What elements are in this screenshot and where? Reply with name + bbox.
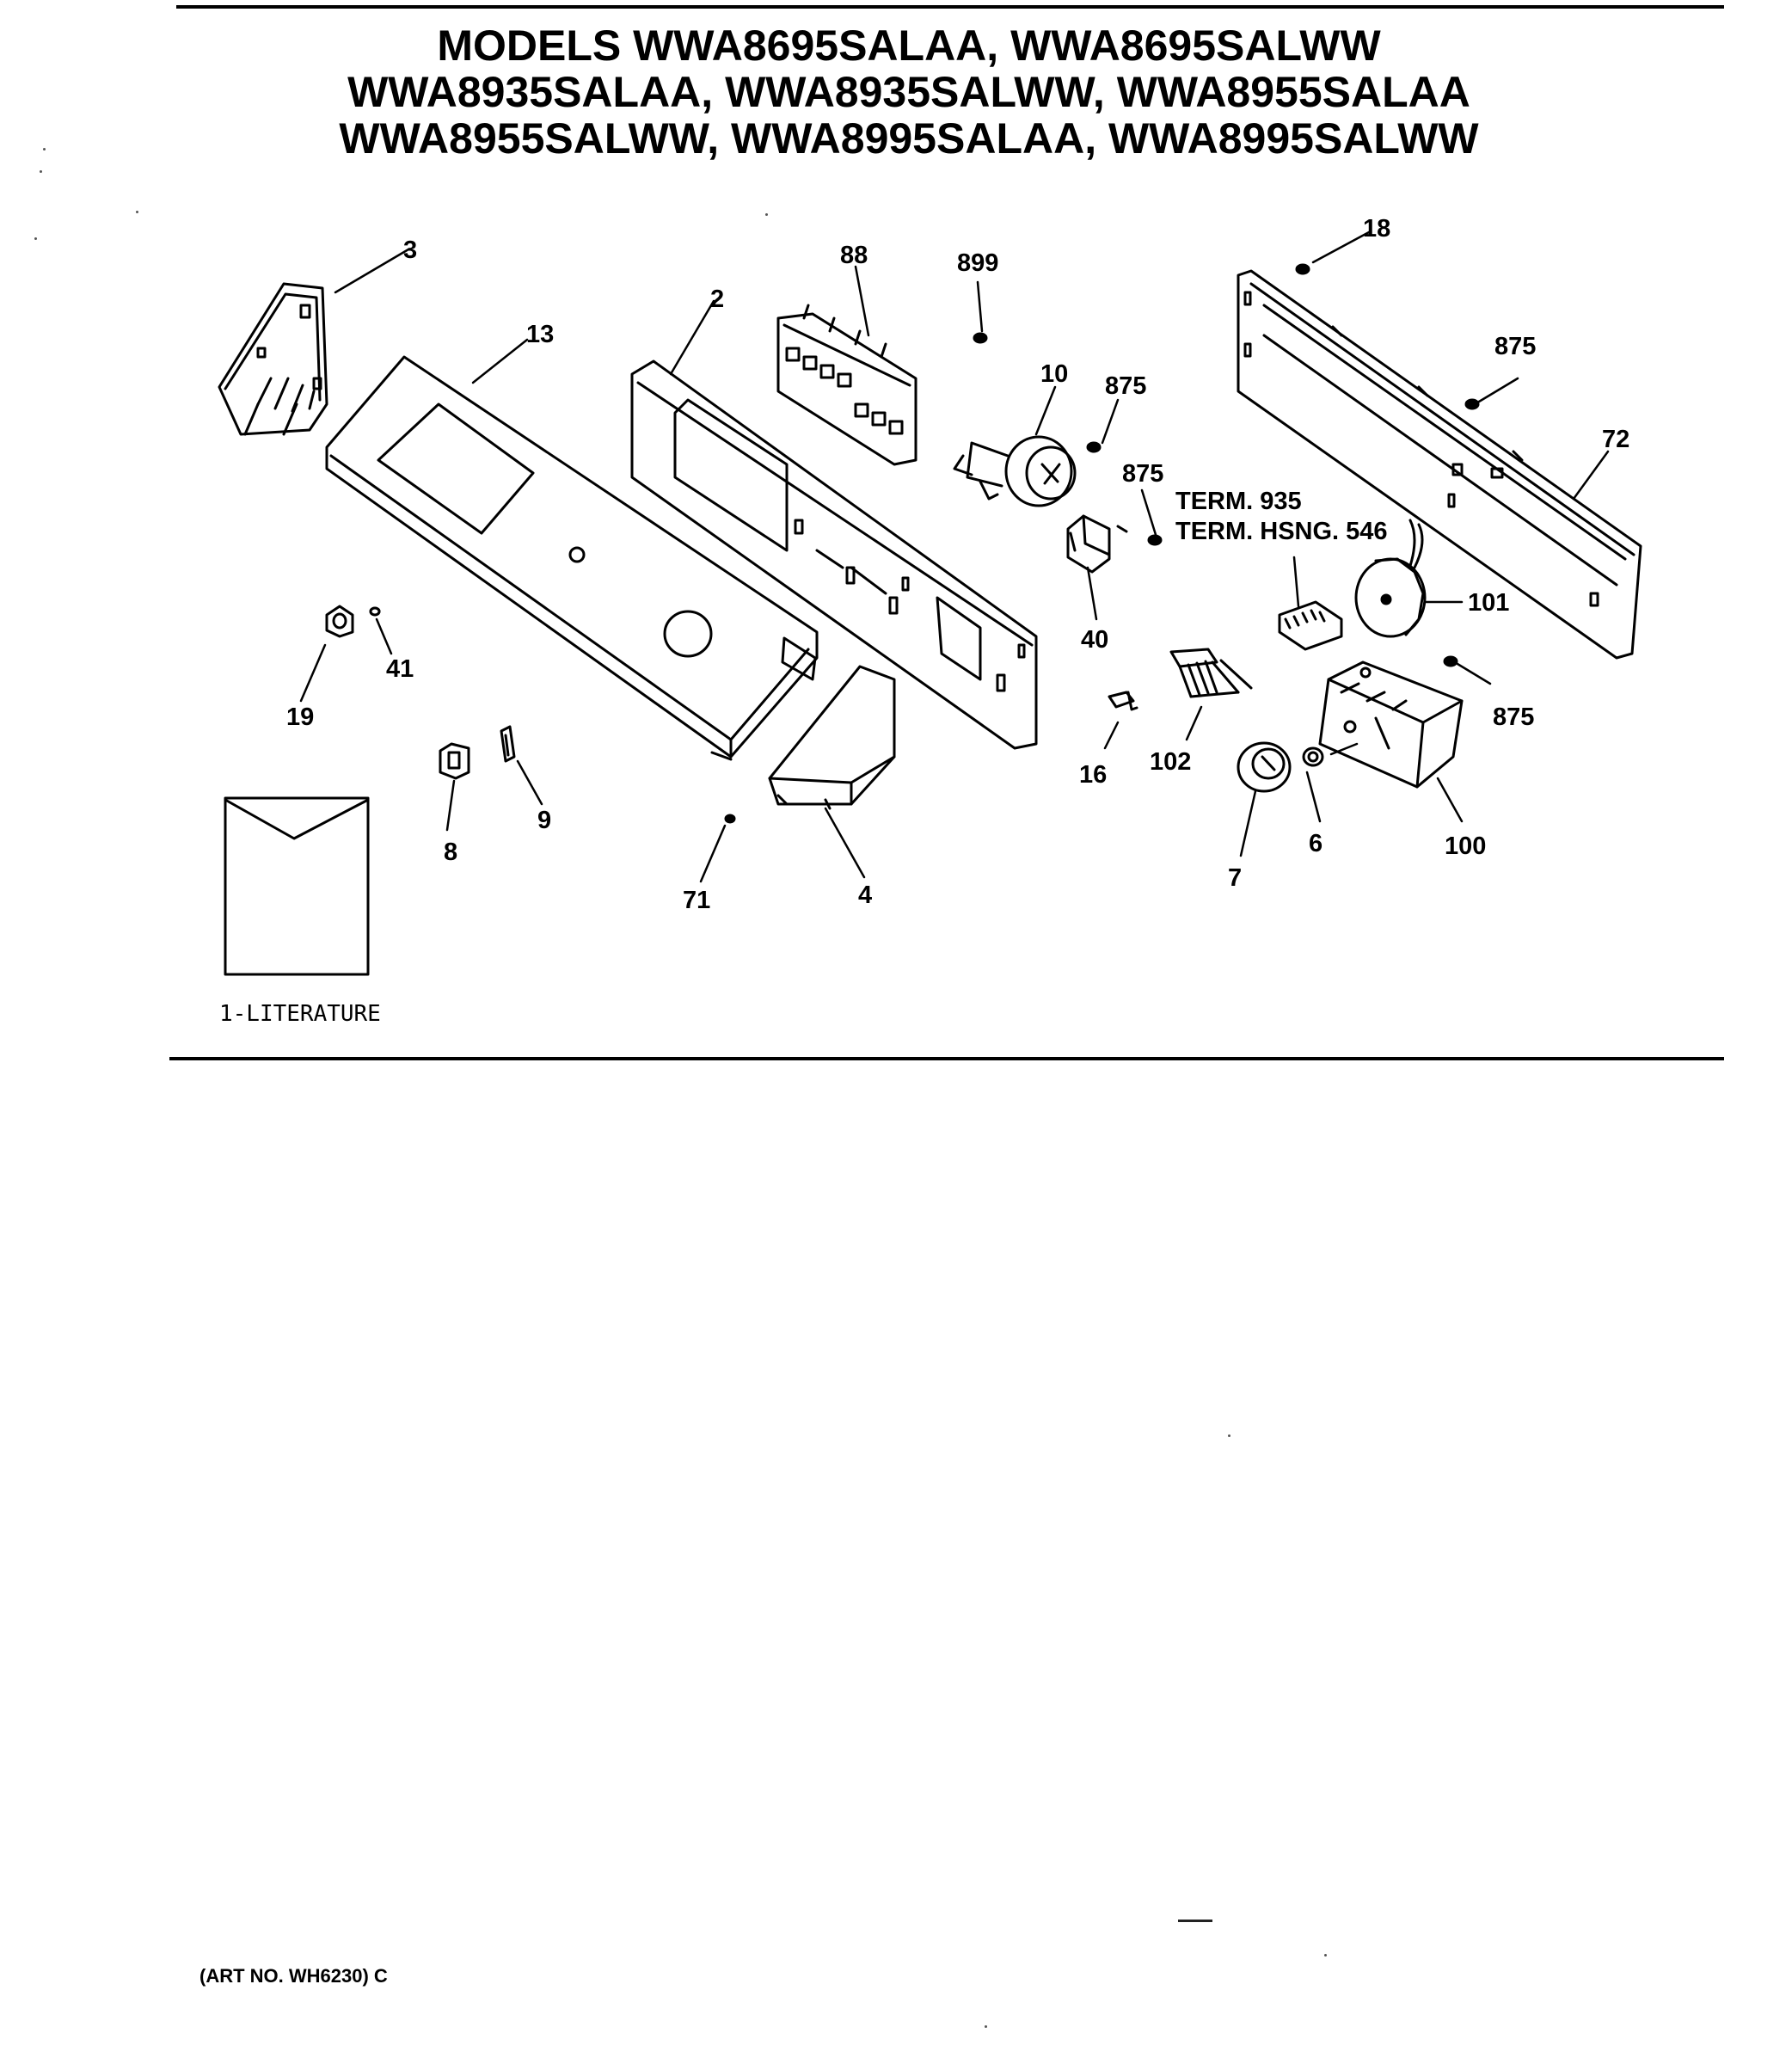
callout-101: 101 <box>1468 589 1509 617</box>
callout-88: 88 <box>840 242 868 269</box>
part-101-motor <box>1354 519 1427 638</box>
callout-19: 19 <box>286 703 314 731</box>
scan-speck <box>136 211 138 213</box>
callout-10: 10 <box>1040 360 1068 388</box>
callout-899: 899 <box>957 249 998 277</box>
part-7-knob <box>1237 741 1292 793</box>
part-10-switch <box>953 435 1077 507</box>
callout-72: 72 <box>1602 426 1629 453</box>
part-9-spring-clip <box>500 725 516 763</box>
scan-mark <box>1178 1920 1212 1922</box>
part-88-control-board <box>776 304 917 466</box>
scan-speck <box>34 237 37 240</box>
callout-102: 102 <box>1150 748 1191 776</box>
part-100-timer <box>1318 660 1464 789</box>
literature-label: 1-LITERATURE <box>219 1001 381 1027</box>
part-8-push-button <box>439 742 470 780</box>
top-rule <box>176 5 1724 9</box>
callout-41: 41 <box>386 655 414 683</box>
callout-40: 40 <box>1081 626 1108 654</box>
part-19-button <box>325 605 354 638</box>
callout-875-c: 875 <box>1494 333 1536 360</box>
callout-6: 6 <box>1309 830 1323 857</box>
models-title-line-2: WWA8935SALAA, WWA8935SALWW, WWA8955SALAA <box>347 68 1470 116</box>
models-title-line-3: WWA8955SALWW, WWA8995SALAA, WWA8995SALWW <box>339 114 1479 163</box>
term-label: TERM. 935 <box>1175 488 1302 515</box>
callout-13: 13 <box>526 321 554 348</box>
callout-18: 18 <box>1363 215 1390 243</box>
models-title-line-1: MODELS WWA8695SALAA, WWA8695SALWW <box>437 22 1381 70</box>
part-41-lens <box>369 606 381 617</box>
part-72-rear-panel <box>1237 269 1642 660</box>
callout-875-a: 875 <box>1105 372 1146 400</box>
scan-speck <box>1324 1954 1327 1956</box>
scan-speck <box>43 148 46 150</box>
scan-speck <box>985 2025 987 2028</box>
scan-speck <box>40 170 42 173</box>
callout-875-d: 875 <box>1493 703 1534 731</box>
callout-7: 7 <box>1228 864 1242 892</box>
callout-100: 100 <box>1445 832 1486 860</box>
part-3-left-end-cap <box>218 282 328 436</box>
leader-lines <box>299 230 1610 883</box>
callout-71: 71 <box>683 887 710 914</box>
part-16-clip <box>1108 691 1138 711</box>
term-housing-label: TERM. HSNG. 546 <box>1175 518 1388 545</box>
part-102-terminals <box>1169 648 1253 698</box>
callout-16: 16 <box>1079 761 1107 789</box>
part-40-switch <box>1066 514 1128 574</box>
callout-2: 2 <box>710 286 724 313</box>
scan-speck <box>765 213 768 216</box>
bottom-rule <box>169 1057 1724 1060</box>
callout-9: 9 <box>537 807 551 834</box>
part-4-right-end-cap <box>768 665 896 810</box>
terminal-housing <box>1278 600 1343 651</box>
callout-4: 4 <box>858 882 872 909</box>
part-2-mounting-frame <box>630 359 1038 750</box>
callout-8: 8 <box>444 838 457 866</box>
callout-875-b: 875 <box>1122 460 1163 488</box>
callout-3: 3 <box>403 236 417 264</box>
part-13-control-panel <box>325 355 819 761</box>
callout-labels: 3 13 2 88 899 10 875 875 18 875 72 101 4… <box>219 215 1629 1027</box>
part-6-nut <box>1302 746 1324 767</box>
literature-envelope <box>224 796 370 976</box>
art-number: (ART NO. WH6230) C <box>199 1965 388 1987</box>
scan-speck <box>1228 1434 1230 1437</box>
